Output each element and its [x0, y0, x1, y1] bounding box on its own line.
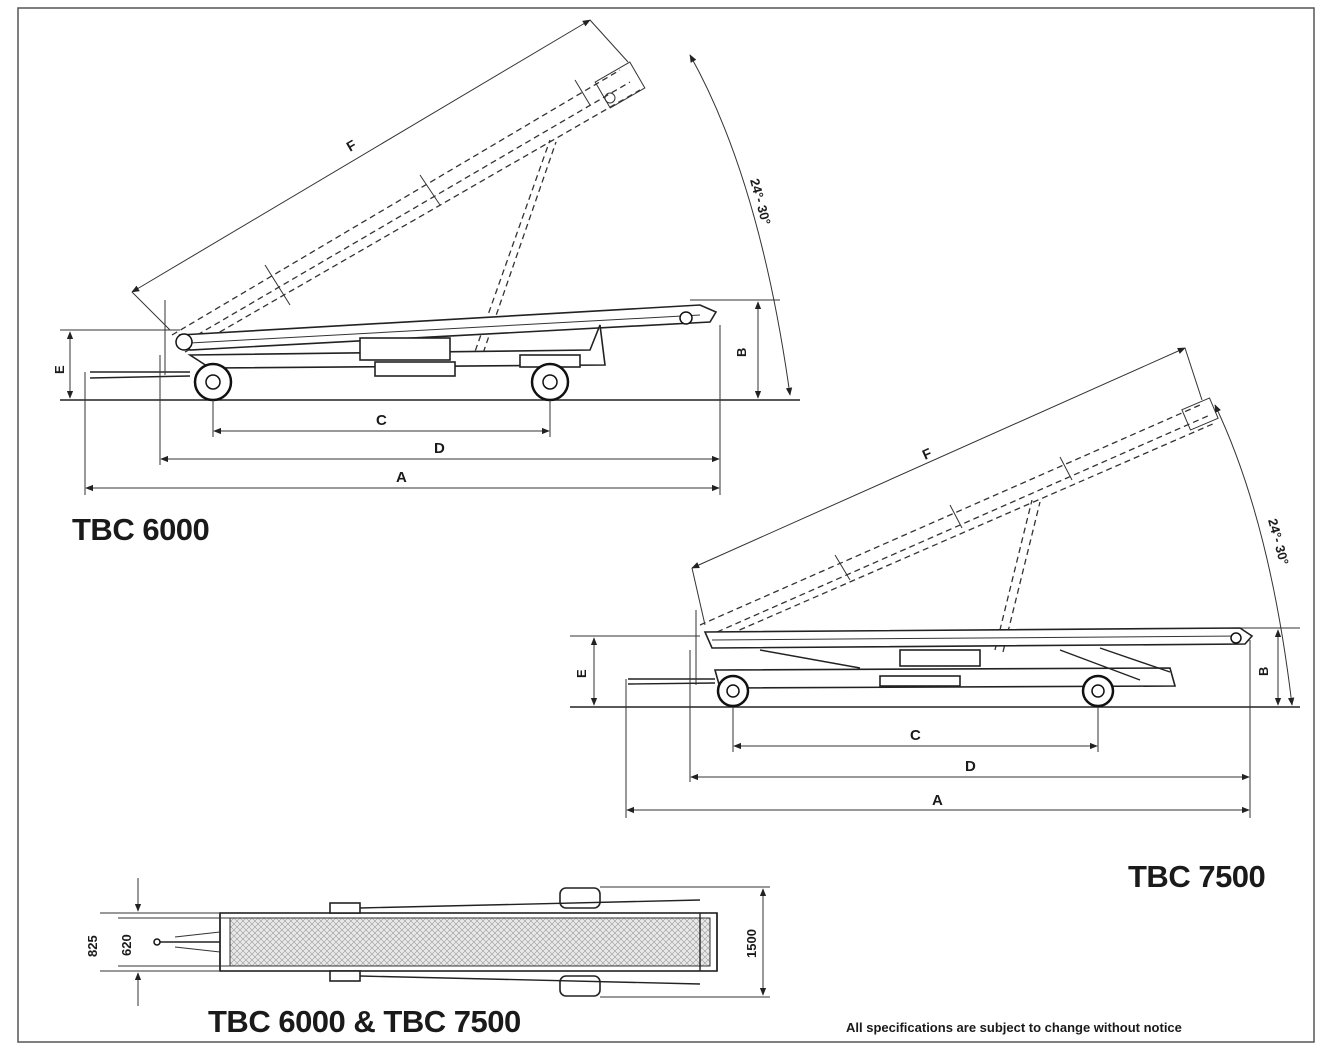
- tbc7500-dim-b-label: B: [1256, 667, 1271, 676]
- tbc6000-dim-a-label: A: [396, 469, 407, 486]
- tbc6000-rear-wheel: [530, 362, 570, 402]
- tbc7500-dim-f-label: F: [920, 444, 935, 462]
- disclaimer-text: All specifications are subject to change…: [846, 1020, 1182, 1035]
- tbc6000-side-view: F 24°- 30° B E C D A TBC 6000: [52, 19, 800, 547]
- tbc7500-dim-a-label: A: [932, 792, 943, 809]
- tbc6000-dim-d-label: D: [434, 440, 445, 457]
- tbc7500-lowered-belt: [703, 627, 1254, 649]
- page-border: [17, 7, 1315, 1043]
- tbc7500-front-wheel: [716, 674, 750, 708]
- top-view-outer-label: 825: [85, 935, 100, 957]
- tbc7500-dim-c-label: C: [910, 727, 921, 744]
- top-view-belt-mesh: [229, 917, 711, 967]
- tbc7500-title: TBC 7500: [1128, 859, 1265, 894]
- tbc6000-angle-label: 24°- 30°: [747, 177, 774, 227]
- tbc7500-dim-d-label: D: [965, 758, 976, 775]
- tbc7500-raised-belt: [699, 397, 1219, 653]
- tbc7500-dim-e-label: E: [574, 669, 589, 678]
- tbc6000-dim-c-label: C: [376, 412, 387, 429]
- top-view-title: TBC 6000 & TBC 7500: [208, 1004, 521, 1039]
- tbc6000-dim-b-label: B: [734, 348, 749, 357]
- top-view-inner-label: 620: [119, 934, 134, 956]
- tbc6000-dim-e-label: E: [52, 365, 67, 374]
- tbc7500-chassis: [627, 610, 1177, 689]
- tbc6000-title: TBC 6000: [72, 512, 209, 547]
- top-view: 1500 825 620 TBC 6000 & TBC 7500: [85, 878, 770, 1039]
- top-view-width-label: 1500: [744, 929, 759, 958]
- tbc7500-side-view: F 24°- 30° B E C D A TBC 7500: [570, 347, 1300, 894]
- tbc6000-front-wheel: [193, 362, 233, 402]
- tbc7500-angle-label: 24°- 30°: [1265, 517, 1292, 567]
- tbc7500-rear-wheel: [1081, 674, 1115, 708]
- tbc6000-dim-f-label: F: [344, 136, 360, 154]
